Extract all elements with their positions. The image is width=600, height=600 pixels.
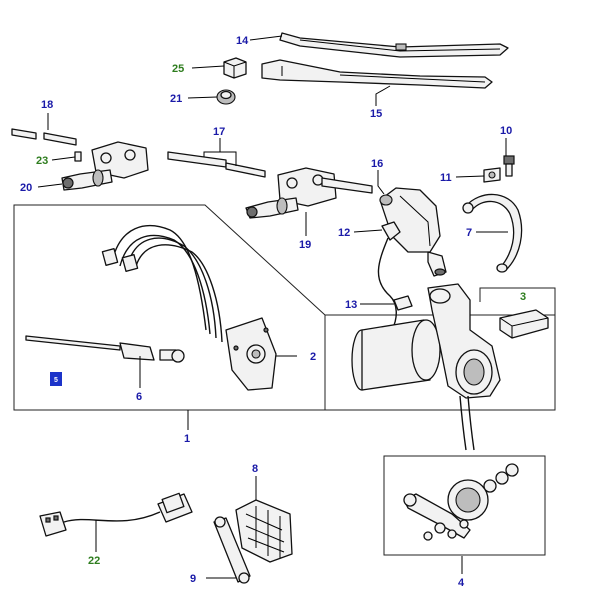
wiper-motor [351,283,501,451]
callout-23: 23 [36,155,48,167]
link-arm [213,516,251,584]
callout-21: 21 [170,93,182,105]
clamp-nut [483,167,501,183]
callout-17: 17 [213,126,225,138]
callout-5: 5 [54,377,58,384]
wheel-box-left [61,141,149,191]
callout-7: 7 [466,227,472,239]
bolt [503,155,515,177]
callout-19: 19 [299,239,311,251]
group-box-3 [479,287,556,410]
cable-grommet [393,295,413,311]
callout-25: 25 [172,63,184,75]
callout-22: 22 [88,555,100,567]
callout-16: 16 [371,158,383,170]
cover-plate [235,499,293,563]
callout-8: 8 [252,463,258,475]
wiper-arm [261,59,493,89]
connector-harness [39,492,193,537]
callout-12: 12 [338,227,350,239]
callout-14: 14 [236,35,249,47]
mounting-strap [462,193,523,273]
callout-1: 1 [184,433,190,445]
spring-clip [74,151,82,162]
callout-6: 6 [136,391,142,403]
spindle-nut [216,89,236,105]
wheel-box-right [245,167,373,219]
callout-15: 15 [370,108,382,120]
callout-10: 10 [500,125,512,137]
callout-4: 4 [458,577,465,589]
link-tube-right [167,151,266,178]
callout-5-badge: 5 [50,372,62,386]
harness-clip [377,221,401,331]
callout-11: 11 [440,172,452,184]
wiper-blade [279,32,509,58]
wiring-harness [101,224,277,391]
mounting-pad [499,309,549,339]
callout-labels: 14 15 25 21 18 23 20 17 16 19 12 13 10 1… [20,35,526,589]
group-box-4 [383,455,546,556]
arm-cap [223,57,247,79]
callout-3: 3 [520,291,526,303]
callout-20: 20 [20,182,32,194]
leader-lines [37,35,508,579]
crank-assembly [403,463,519,541]
callout-18: 18 [41,99,53,111]
callout-13: 13 [345,299,357,311]
callout-2: 2 [310,351,316,363]
earth-lead [25,335,185,363]
link-tube-left [11,128,77,146]
callout-9: 9 [190,573,196,585]
